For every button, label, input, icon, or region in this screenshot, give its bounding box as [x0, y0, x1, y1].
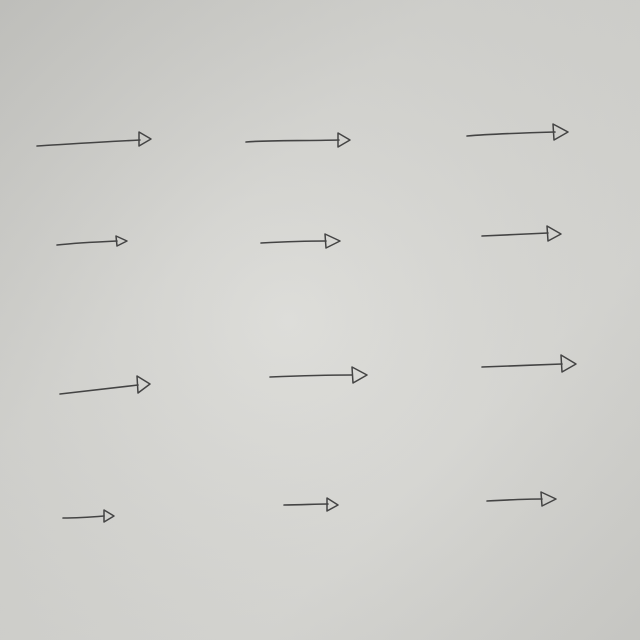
arrow-r2-c3	[481, 225, 562, 242]
arrow-r2-c1	[56, 235, 128, 247]
arrow-r2-c2	[260, 233, 341, 249]
arrow-r4-c3	[486, 491, 557, 507]
arrow-r3-c1	[59, 375, 151, 395]
arrow-r4-c1	[62, 509, 115, 523]
arrow-r1-c2	[245, 132, 351, 148]
arrow-r3-c2	[269, 366, 368, 384]
arrow-r4-c2	[283, 497, 339, 512]
arrow-r3-c3	[481, 354, 577, 373]
arrow-r1-c3	[466, 123, 569, 141]
arrow-r1-c1	[36, 131, 152, 147]
